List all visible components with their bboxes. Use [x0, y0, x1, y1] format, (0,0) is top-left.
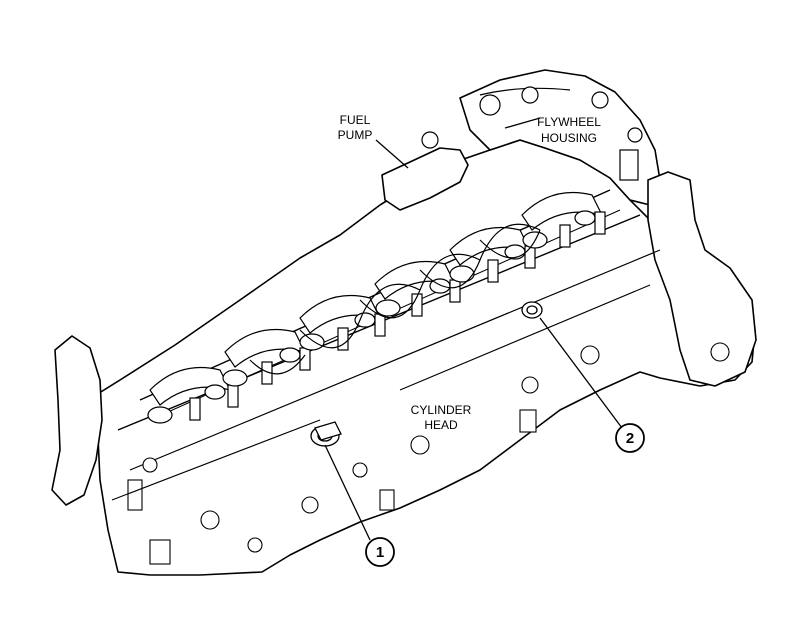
rocker-assembly-1 — [147, 366, 239, 424]
callout-2: 2 — [615, 423, 645, 453]
callout-2-number: 2 — [626, 430, 634, 447]
sensor-part-1 — [310, 421, 342, 447]
callout-1: 1 — [365, 537, 395, 567]
valve-train — [117, 189, 661, 471]
engine-block-outline — [51, 69, 757, 576]
fuel-pump-label-line-1: FUEL — [340, 113, 371, 127]
cylinder-head-label-line-1: CYLINDER — [411, 403, 472, 417]
sensor-part-2 — [521, 301, 543, 319]
flywheel-housing-detail — [421, 86, 643, 181]
flywheel-housing-label-line-2: HOUSING — [541, 131, 597, 145]
callout-1-number: 1 — [376, 544, 384, 561]
flywheel-housing-label-line-1: FLYWHEEL — [537, 115, 601, 129]
rocker-assembly-2 — [222, 328, 311, 387]
callout-2-leader — [539, 317, 623, 429]
cylinder-head-side — [111, 284, 730, 565]
cylinder-head-label-line-2: HEAD — [424, 418, 458, 432]
fuel-pump-leader — [375, 139, 409, 169]
fuel-pump-label-line-2: PUMP — [338, 128, 373, 142]
flywheel-housing-leader — [504, 117, 541, 129]
callout-1-leader — [324, 444, 371, 541]
leader-lines — [324, 117, 623, 541]
rocker-assembly-3 — [299, 294, 386, 351]
